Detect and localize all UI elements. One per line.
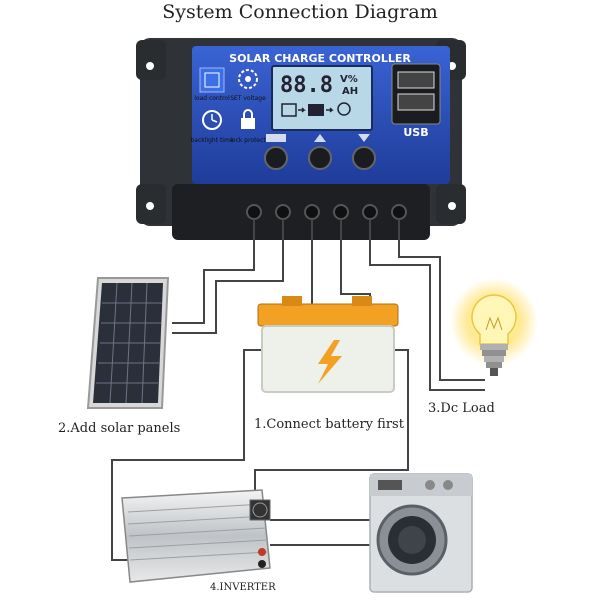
mount-hole [146,62,154,70]
usb-port[interactable] [397,93,435,111]
battery [257,296,399,393]
lcd-digits: 88.8 [280,73,333,98]
load-label: 3.Dc Load [428,401,495,416]
diagram-title: System Connection Diagram [162,1,437,23]
solar-label: 2.Add solar panels [58,421,180,436]
usb-port[interactable] [397,71,435,89]
lcd-unit-top: V% [340,74,358,85]
lightning-icon [318,340,342,384]
solar-panel [86,277,170,409]
lock-protect-icon [241,109,255,129]
lcd-unit-bottom: AH [342,86,358,97]
mount-hole [448,202,456,210]
lcd-status-icons [281,102,351,117]
up-button[interactable] [308,134,332,170]
backlight-time-label: backlight time [190,137,233,144]
menu-button[interactable] [264,134,288,170]
controller-header: SOLAR CHARGE CONTROLLER [229,52,411,65]
solar-charge-controller: SOLAR CHARGE CONTROLLER load control SET… [136,38,466,240]
load-control-label: load control [194,95,230,102]
inverter-terminal-negative [258,560,266,568]
load-control-icon [199,67,225,93]
inverter-label: 4.INVERTER [210,582,276,593]
inverter [121,489,271,583]
terminal-block [172,184,430,240]
set-voltage-icon [238,69,258,89]
mount-hole [146,202,154,210]
light-bulb-icon [450,278,538,376]
inverter-terminal-positive [258,548,266,556]
battery-label: 1.Connect battery first [254,417,405,432]
washing-machine-icon [369,473,473,593]
usb-label: USB [403,126,428,139]
lock-protect-label: lock protect [230,137,266,144]
down-button[interactable] [352,134,376,170]
backlight-time-icon [202,110,222,130]
set-voltage-label: SET voltage [230,95,266,102]
